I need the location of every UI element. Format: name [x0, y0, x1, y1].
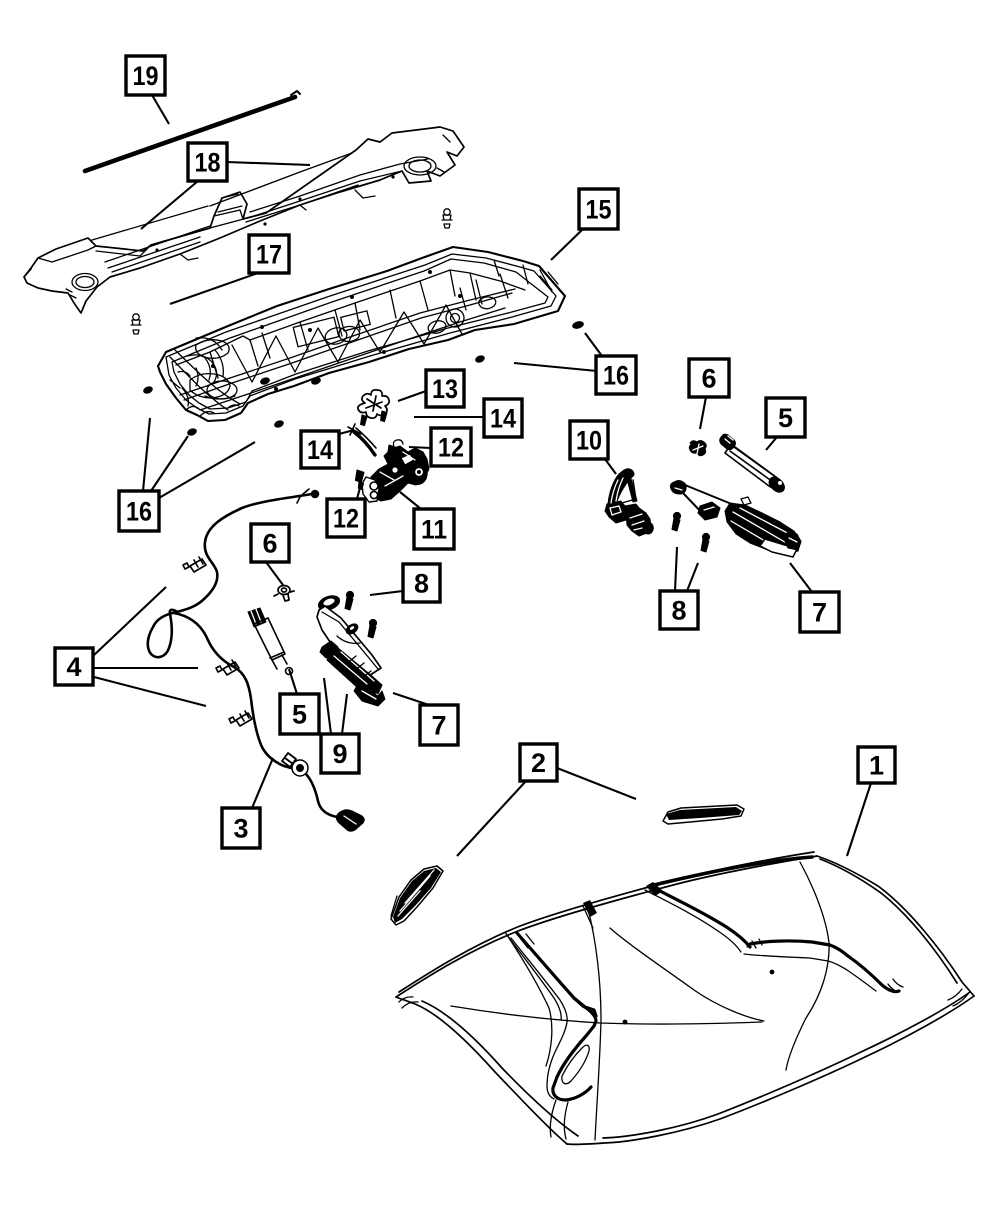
svg-text:17: 17 — [256, 240, 282, 270]
svg-text:2: 2 — [531, 748, 546, 778]
svg-text:12: 12 — [438, 433, 464, 463]
svg-text:8: 8 — [671, 596, 686, 626]
svg-text:13: 13 — [432, 374, 458, 404]
svg-text:8: 8 — [414, 569, 429, 599]
svg-text:6: 6 — [701, 364, 716, 394]
svg-text:5: 5 — [292, 700, 307, 730]
svg-text:10: 10 — [576, 426, 602, 456]
svg-text:4: 4 — [66, 652, 81, 682]
svg-text:11: 11 — [421, 515, 447, 545]
svg-text:7: 7 — [812, 598, 827, 628]
svg-text:12: 12 — [333, 504, 359, 534]
svg-text:6: 6 — [262, 529, 277, 559]
svg-text:16: 16 — [603, 361, 629, 391]
svg-text:5: 5 — [778, 403, 793, 433]
svg-text:1: 1 — [869, 751, 884, 781]
svg-text:7: 7 — [431, 711, 446, 741]
svg-text:19: 19 — [133, 61, 159, 91]
svg-text:16: 16 — [126, 497, 152, 527]
svg-text:18: 18 — [195, 148, 221, 178]
svg-text:3: 3 — [233, 814, 248, 844]
svg-text:9: 9 — [332, 739, 347, 769]
svg-text:15: 15 — [586, 195, 612, 225]
svg-text:14: 14 — [307, 435, 333, 465]
svg-text:14: 14 — [490, 404, 516, 434]
